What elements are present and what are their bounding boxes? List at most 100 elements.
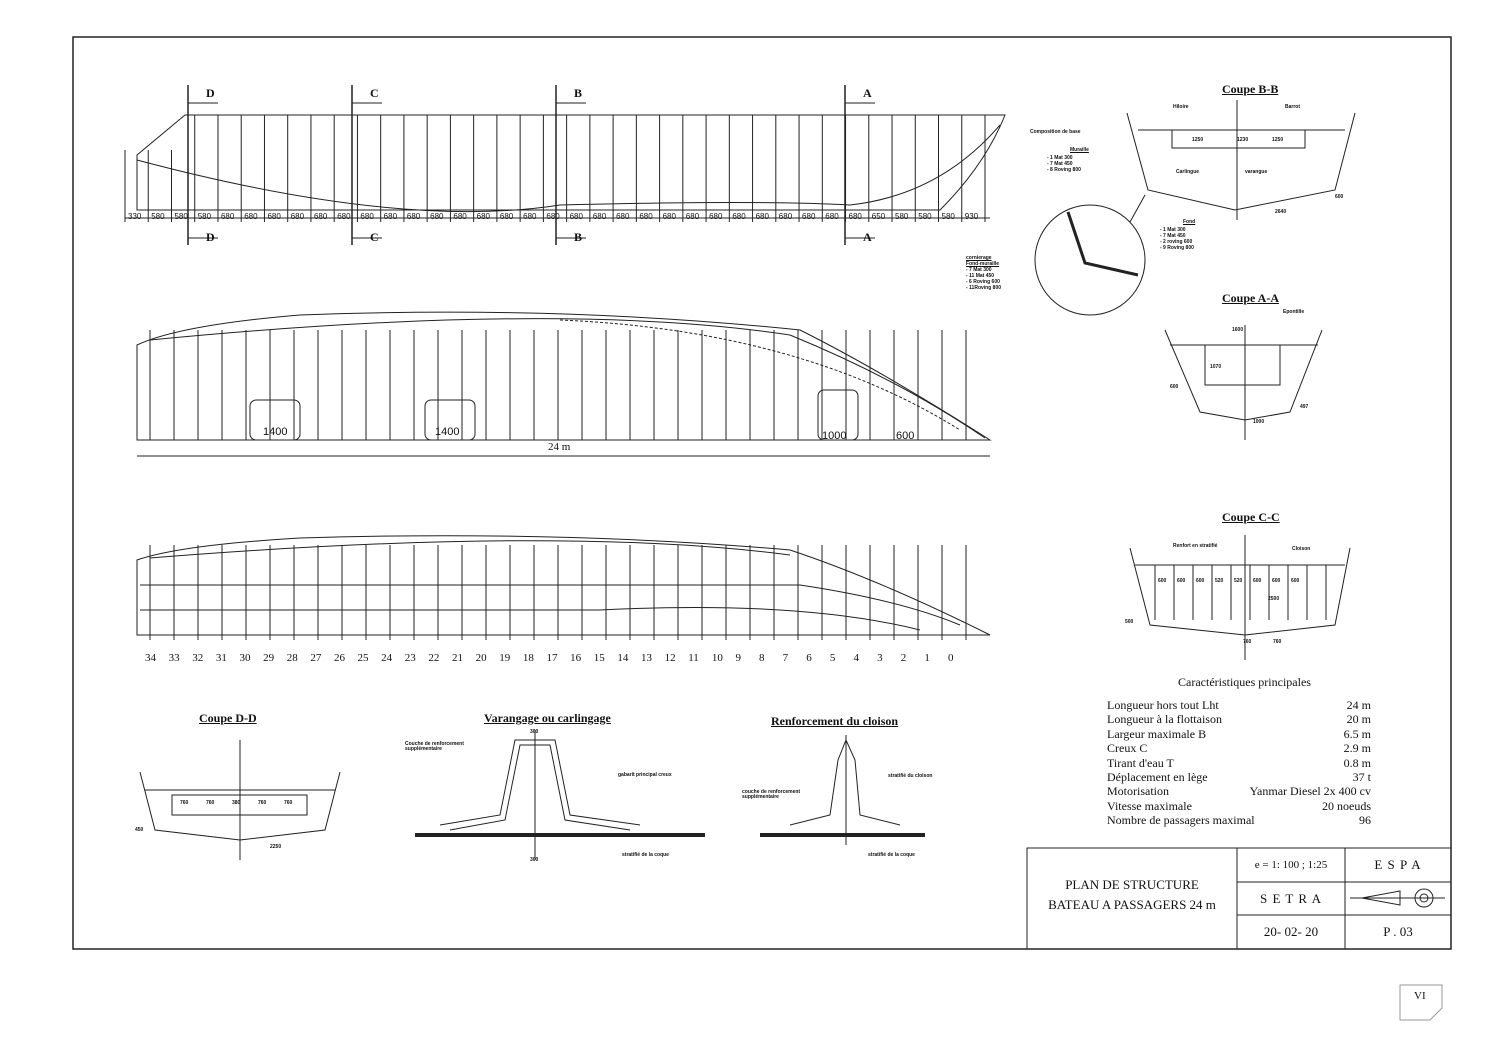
station-number: 32 bbox=[192, 652, 204, 664]
section-mark-c-bottom: C bbox=[370, 230, 379, 244]
frame-spacing-label: 680 bbox=[290, 212, 305, 221]
station-number: 11 bbox=[688, 652, 699, 664]
list-item: - 1 Mat 300 bbox=[1047, 155, 1073, 161]
lower-profile-view bbox=[136, 535, 991, 640]
varangage-detail bbox=[415, 730, 705, 860]
frame-spacing-label: 680 bbox=[569, 212, 583, 221]
frame-spacing-label: 680 bbox=[546, 212, 560, 221]
bb-dim: 1250 bbox=[1272, 137, 1284, 143]
section-bb bbox=[1034, 100, 1356, 316]
bb-dim: 600 bbox=[1335, 194, 1344, 200]
date: 20- 02- 20 bbox=[1263, 924, 1319, 939]
list-item: - 7 Mat 300 bbox=[966, 267, 992, 273]
cc-dim-label: 760 bbox=[1273, 639, 1282, 645]
characteristic-label: Motorisation bbox=[1107, 784, 1169, 799]
section-mark-d-bottom: D bbox=[206, 230, 215, 244]
label-cloison: Cloison bbox=[1292, 546, 1311, 552]
coupe-aa-title: Coupe A-A bbox=[1222, 291, 1280, 305]
frame-spacing-label: 580 bbox=[151, 212, 165, 221]
cc-dim-label: 600 bbox=[1196, 578, 1205, 584]
list-item: - 1 Mat 300 bbox=[1160, 227, 1186, 233]
station-number: 1 bbox=[924, 652, 930, 664]
list-item: - 11 Mat 450 bbox=[966, 273, 995, 279]
composition-title: Composition de base bbox=[1030, 129, 1081, 135]
label-stratifie-coque: stratifié de la coque bbox=[622, 852, 669, 858]
coupe-bb-title: Coupe B-B bbox=[1222, 82, 1279, 96]
coupe-cc-title: Coupe C-C bbox=[1222, 510, 1280, 524]
list-item: - 9 Roving 800 bbox=[1160, 245, 1194, 251]
cc-dim-label: 520 bbox=[1215, 578, 1224, 584]
station-number: 25 bbox=[357, 652, 369, 664]
frame-spacing-label: 680 bbox=[383, 212, 398, 221]
cc-dim-label: 600 bbox=[1158, 578, 1167, 584]
dd-dim-label: 380 bbox=[232, 800, 241, 806]
aa-dim: 600 bbox=[1170, 384, 1179, 390]
station-number: 10 bbox=[711, 652, 723, 664]
coupe-dd-title: Coupe D-D bbox=[199, 711, 257, 725]
section-aa bbox=[1164, 325, 1323, 440]
frame-spacing-label: 680 bbox=[616, 212, 630, 221]
frame-spacing-label: 580 bbox=[174, 212, 188, 221]
cornierage-title: cornierage bbox=[966, 255, 992, 261]
opening-dim-4: 600 bbox=[896, 430, 915, 442]
section-mark-b-bottom: B bbox=[574, 230, 583, 244]
opening-dim-3: 1000 bbox=[822, 430, 847, 442]
station-number: 19 bbox=[499, 652, 511, 664]
varangage-dim: 300 bbox=[530, 729, 539, 735]
characteristics-title: Caractéristiques principales bbox=[1178, 675, 1311, 689]
station-number: 33 bbox=[168, 652, 180, 664]
frame-spacing-label: 580 bbox=[918, 212, 932, 221]
middle-profile-view bbox=[136, 311, 992, 457]
list-item: - 7 Mat 450 bbox=[1047, 161, 1073, 167]
aa-dim: 1070 bbox=[1210, 364, 1222, 370]
label-varangue: varangue bbox=[1245, 169, 1268, 175]
station-number: 21 bbox=[452, 652, 464, 664]
frame-spacing-label: 680 bbox=[802, 212, 816, 221]
characteristic-value: 37 t bbox=[1352, 770, 1371, 785]
frame-spacing-label: 680 bbox=[662, 212, 676, 221]
frame-spacing-label: 680 bbox=[825, 212, 839, 221]
station-number: 7 bbox=[782, 652, 789, 664]
list-item: - 6 Roving 600 bbox=[966, 279, 1000, 285]
section-mark-b-top: B bbox=[574, 86, 583, 100]
label-carlingue: Carlingue bbox=[1176, 169, 1200, 175]
cornierage-list: cornierage Fond-muraille - 7 Mat 300 - 1… bbox=[966, 255, 1001, 291]
frame-spacing-label: 680 bbox=[732, 212, 746, 221]
dd-dim-label: 450 bbox=[135, 827, 144, 833]
drawing-border bbox=[72, 36, 1452, 950]
top-profile-view bbox=[124, 85, 1006, 245]
frame-spacing-label: 680 bbox=[313, 212, 328, 221]
cc-dim-label: 600 bbox=[1177, 578, 1186, 584]
label-stratifie-cloison: stratifié du cloison bbox=[888, 773, 933, 779]
frame-spacing-label: 680 bbox=[499, 212, 514, 221]
frame-spacing-label: 650 bbox=[871, 212, 886, 221]
station-number: 20 bbox=[475, 652, 487, 664]
characteristic-value: 2.9 m bbox=[1343, 741, 1371, 756]
characteristic-label: Vitesse maximale bbox=[1107, 798, 1192, 813]
characteristic-value: 20 noeuds bbox=[1322, 798, 1371, 813]
station-number: 13 bbox=[640, 652, 652, 664]
frame-spacing-label: 680 bbox=[406, 212, 421, 221]
aa-dim: 497 bbox=[1300, 404, 1309, 410]
label-barrot: Barrot bbox=[1285, 104, 1301, 110]
station-number: 31 bbox=[215, 652, 227, 664]
cc-dim-label: 600 bbox=[1272, 578, 1281, 584]
characteristic-label: Longueur à la flottaison bbox=[1107, 712, 1222, 727]
page-number: VI bbox=[1414, 990, 1426, 1002]
characteristic-row: Vitesse maximale 20 noeuds bbox=[1107, 799, 1371, 813]
characteristic-label: Tirant d'eau T bbox=[1107, 755, 1174, 770]
frame-spacing-label: 680 bbox=[453, 212, 467, 221]
label-stratifie-coque-2: stratifié de la coque bbox=[868, 852, 915, 858]
varangage-dim: 300 bbox=[530, 857, 539, 863]
frame-spacing-label: 680 bbox=[778, 212, 793, 221]
org-espa: E S P A bbox=[1374, 857, 1422, 872]
station-number: 0 bbox=[948, 652, 954, 664]
station-number: 30 bbox=[239, 652, 251, 664]
